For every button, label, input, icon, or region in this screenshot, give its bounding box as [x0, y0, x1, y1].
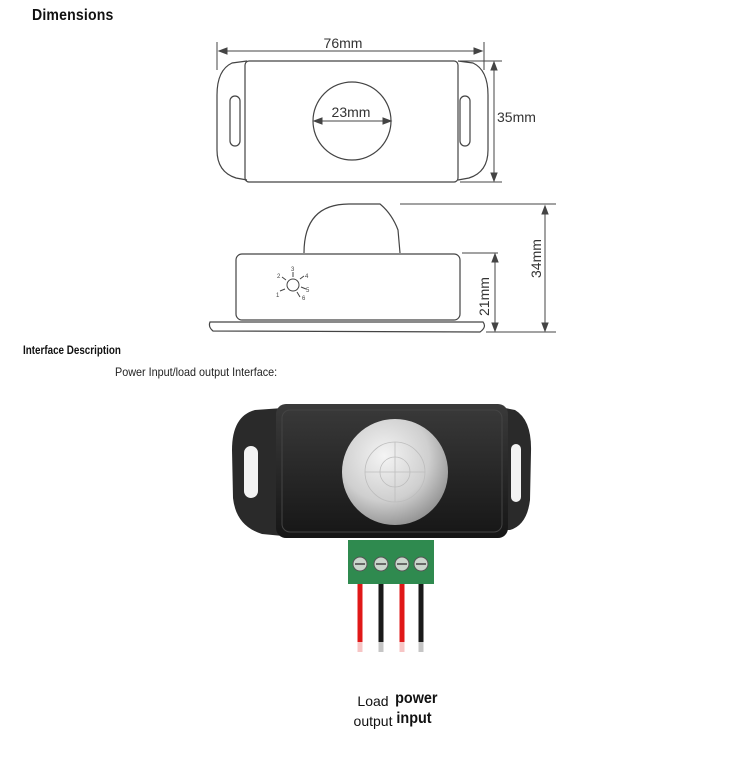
power-input-label-line1: power	[395, 690, 438, 707]
width-label: 35mm	[497, 109, 536, 125]
power-input-label-line2: input	[396, 710, 432, 727]
width-dimension	[460, 60, 502, 183]
right-mount-slot	[511, 444, 521, 502]
dial-mark: 2	[277, 274, 281, 280]
power-input-label: power input	[395, 689, 438, 729]
dimensions-heading: Dimensions	[32, 7, 114, 24]
length-label: 76mm	[324, 35, 363, 51]
product-photo	[232, 404, 532, 662]
sensitivity-dial	[279, 272, 307, 298]
interface-subheading: Power Input/load output Interface:	[115, 365, 278, 379]
dial-mark: 6	[302, 296, 306, 302]
height-dimensions	[400, 203, 556, 333]
side-view	[208, 203, 486, 333]
lens-dimension	[312, 117, 393, 125]
load-output-label: Load output	[352, 691, 394, 731]
lens-diameter-label: 23mm	[332, 104, 371, 120]
left-mount-slot	[244, 446, 258, 498]
load-output-label-line1: Load	[357, 693, 389, 709]
dial-mark: 1	[276, 293, 280, 299]
dial-mark: 5	[306, 288, 310, 294]
dial-mark: 4	[305, 274, 309, 280]
interface-heading: Interface Description	[23, 343, 121, 357]
total-height-label: 34mm	[528, 239, 544, 278]
load-output-label-line2: output	[353, 713, 393, 729]
body-height-label: 21mm	[476, 277, 492, 316]
top-view	[216, 60, 489, 183]
dial-mark: 3	[291, 267, 295, 273]
length-dimension	[216, 42, 485, 70]
dimension-drawing: 76mm 23mm 35mm 1 2 3 4 5 6	[208, 35, 556, 333]
